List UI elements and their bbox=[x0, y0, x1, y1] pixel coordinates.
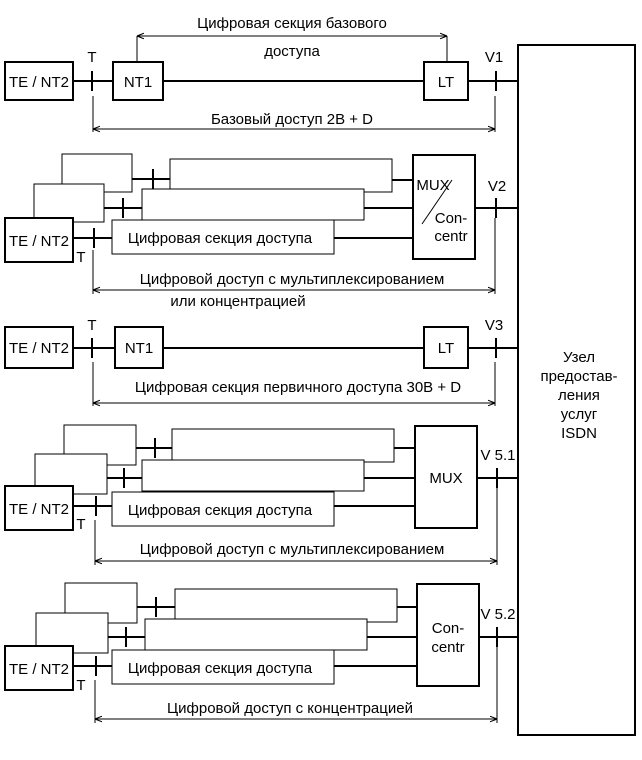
isdn-node-box bbox=[517, 44, 636, 736]
row1-nt1-label: NT1 bbox=[124, 74, 152, 91]
row4-section-back bbox=[171, 428, 395, 463]
row2-section-front bbox=[111, 219, 335, 255]
row3-nt1-label: NT1 bbox=[125, 340, 153, 357]
row4-section-mid bbox=[141, 459, 365, 492]
isdn-node-line-1: Узел bbox=[563, 349, 595, 366]
row3-te-nt2-label: TE / NT2 bbox=[9, 340, 69, 357]
row5-section-mid bbox=[144, 618, 368, 651]
row2-mux-concentrator-box bbox=[412, 154, 476, 260]
row2-section-mid bbox=[141, 188, 365, 221]
row1-bottom-label: Базовый доступ 2B + D bbox=[211, 111, 373, 128]
isdn-node-line-4: услуг bbox=[561, 406, 598, 423]
row5-v52-label: V 5.2 bbox=[480, 606, 515, 623]
row4-t-label: T bbox=[76, 516, 85, 533]
row5-section-label: Цифровая секция доступа bbox=[128, 660, 313, 677]
row4-bottom-label: Цифровой доступ с мультиплексированием bbox=[140, 541, 445, 558]
isdn-node-line-5: ISDN bbox=[561, 425, 597, 442]
row4-te-nt2-box bbox=[4, 485, 74, 531]
row3-lt-label: LT bbox=[438, 340, 454, 357]
isdn-node-line-3: ления bbox=[558, 387, 600, 404]
row5-concentrator-box bbox=[416, 583, 480, 687]
row5-t-label: T bbox=[76, 677, 85, 694]
row1-v1-label: V1 bbox=[485, 49, 503, 66]
row-basic-access: Цифровая секция базового доступа TE / NT… bbox=[4, 15, 518, 132]
row4-section-front bbox=[111, 491, 335, 527]
row-concentration: TE / NT2 Цифровая секция доступа T Con- … bbox=[4, 582, 518, 723]
row1-te-nt2-label: TE / NT2 bbox=[9, 74, 69, 91]
row5-centr-label: centr bbox=[431, 639, 464, 656]
row1-top-label-1: Цифровая секция базового bbox=[197, 15, 387, 32]
row2-t-label: T bbox=[76, 249, 85, 266]
row4-mux-label: MUX bbox=[429, 470, 462, 487]
row4-v51-label: V 5.1 bbox=[480, 447, 515, 464]
row1-top-label-2: доступа bbox=[264, 43, 320, 60]
row2-bottom-label-2: или концентрацией bbox=[170, 293, 305, 310]
row2-con-label: Con- bbox=[435, 210, 468, 227]
row-primary-access: TE / NT2 NT1 LT T V3 Цифровая секция пер… bbox=[4, 317, 518, 406]
row2-section-back bbox=[169, 158, 393, 193]
row2-te-nt2-label: TE / NT2 bbox=[9, 233, 69, 250]
row1-t-label: T bbox=[87, 49, 96, 66]
row2-centr-label: centr bbox=[434, 228, 467, 245]
row3-bottom-label: Цифровая секция первичного доступа 30B +… bbox=[135, 379, 461, 396]
row5-bottom-label: Цифровой доступ с концентрацией bbox=[167, 700, 413, 717]
row-mux-concentrator: TE / NT2 Цифровая секция доступа T MUX C… bbox=[4, 153, 518, 310]
row2-bottom-label-1: Цифровой доступ с мультиплексированием bbox=[140, 271, 445, 288]
row1-te-nt2-box bbox=[4, 61, 74, 101]
row5-te-nt2-box bbox=[4, 645, 74, 691]
row3-t-label: T bbox=[87, 317, 96, 334]
row1-lt-box bbox=[423, 61, 469, 101]
row2-mux-label: MUX bbox=[416, 177, 449, 194]
row2-terminal-mid bbox=[33, 183, 105, 223]
row4-te-nt2-label: TE / NT2 bbox=[9, 501, 69, 518]
row2-te-nt2-box bbox=[4, 217, 74, 263]
isdn-node-line-2: предостав- bbox=[540, 368, 617, 385]
row3-v3-label: V3 bbox=[485, 317, 503, 334]
row2-section-label: Цифровая секция доступа bbox=[128, 230, 313, 247]
row-multiplexing: TE / NT2 Цифровая секция доступа T MUX V… bbox=[4, 424, 518, 565]
row5-con-label: Con- bbox=[432, 620, 465, 637]
row2-v2-label: V2 bbox=[488, 178, 506, 195]
row1-lt-label: LT bbox=[438, 74, 454, 91]
row4-mux-box bbox=[414, 425, 478, 529]
row5-section-back bbox=[174, 588, 398, 623]
row5-te-nt2-label: TE / NT2 bbox=[9, 661, 69, 678]
row4-section-label: Цифровая секция доступа bbox=[128, 502, 313, 519]
